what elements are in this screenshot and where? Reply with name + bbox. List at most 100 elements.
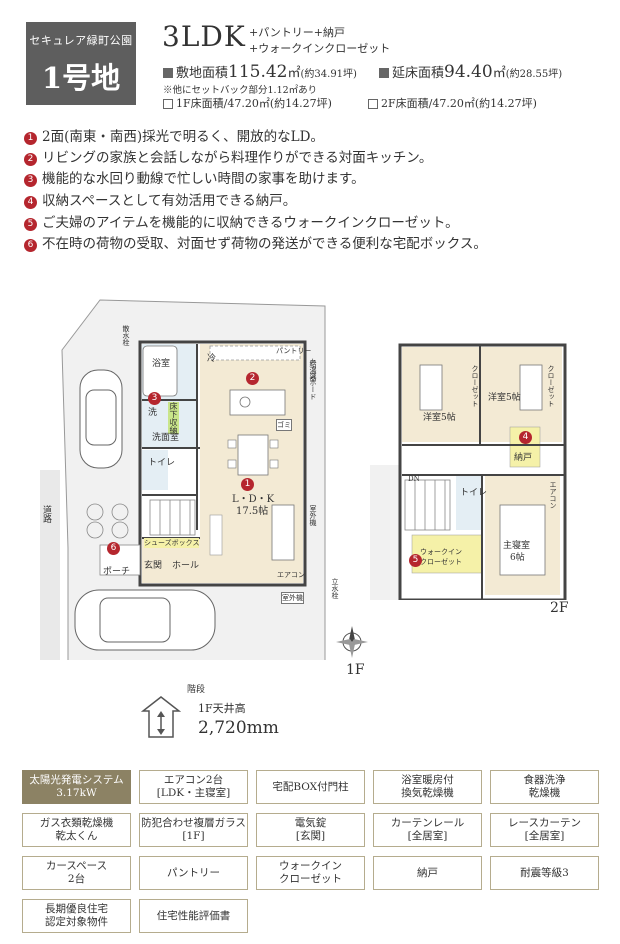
floor-area-value: 94.40	[444, 62, 493, 82]
wic-label-line2: クローゼット	[420, 558, 462, 566]
marker-4: 4	[519, 431, 532, 444]
site-area: 敷地面積115.42㎡(約34.91坪)	[163, 62, 357, 82]
floor-1-area: 1F床面積/47.20㎡(約14.27坪)	[163, 95, 332, 111]
equipment-item-label: 宅配BOX付門柱	[272, 780, 349, 793]
entrance-label: 玄関	[144, 561, 163, 571]
stairs-label: 階段	[187, 685, 206, 695]
equipment-item-label: 納戸	[417, 866, 438, 879]
equipment-item: 耐震等級3	[490, 856, 599, 890]
master-bedroom-label: 主寝室	[503, 541, 531, 551]
north-compass-icon	[336, 626, 368, 658]
porch-label: ポーチ	[103, 567, 131, 577]
outdoor-unit-2-label: 室外機	[309, 505, 317, 526]
equipment-item-label: 乾太くん	[55, 830, 98, 842]
lot-badge: セキュレア緑町公園 1号地	[26, 22, 136, 105]
equipment-item-label: エアコン2台	[163, 774, 224, 786]
fridge-label: 冷	[207, 354, 217, 364]
equipment-item-label: 乾燥機	[528, 787, 561, 799]
equipment-item-label: ウォークイン	[279, 860, 342, 872]
floor-plan-2f-drawing	[370, 343, 567, 600]
western-room-1-label: 洋室5帖	[423, 413, 456, 423]
equipment-item: 浴室暖房付換気乾燥機	[373, 770, 482, 804]
outdoor-unit-label: 室外機	[281, 592, 304, 604]
lot-number: 1号地	[41, 61, 121, 95]
equipment-item-label: カースペース	[45, 860, 108, 872]
equipment-item-label: 住宅性能評価書	[156, 909, 231, 922]
master-bedroom-size-label: 6帖	[510, 553, 525, 563]
washroom-label: 洗面室	[152, 433, 180, 443]
trash-area-label: ゴミ	[276, 419, 292, 431]
equipment-item-label: 耐震等級3	[520, 866, 569, 879]
ceiling-height-value: 2,720mm	[198, 718, 279, 738]
extras-line-1: +パントリー+納戸	[249, 26, 345, 39]
cupboard-label: カップボード	[309, 358, 317, 400]
layout-type: 3LDK	[162, 20, 246, 53]
equipment-item: 納戸	[373, 856, 482, 890]
marker-5: 5	[409, 554, 422, 567]
equipment-item-label: 食器洗浄	[523, 774, 566, 786]
lot-subtitle: セキュレア緑町公園	[29, 34, 133, 47]
floor-2-label: 2F	[550, 600, 569, 616]
site-area-value: 115.42	[228, 62, 288, 82]
equipment-item: カーテンレール[全居室]	[373, 813, 482, 847]
marker-3: 3	[148, 392, 161, 405]
equipment-item-label: ガス衣類乾燥機	[39, 817, 114, 829]
equipment-item: レースカーテン[全居室]	[490, 813, 599, 847]
equipment-item-label: レースカーテン	[508, 817, 581, 829]
equipment-item-label: [全居室]	[524, 830, 565, 842]
storage-room-label: 納戸	[514, 453, 533, 463]
toilet-2f-label: トイレ	[460, 488, 488, 498]
number-badge: 1	[24, 132, 37, 145]
equipment-item: 住宅性能評価書	[139, 899, 248, 933]
closet-1-label: クローゼット	[471, 365, 479, 407]
equipment-item: 電気錠[玄関]	[256, 813, 365, 847]
western-room-2-label: 洋室5帖	[488, 393, 521, 403]
floor-plan-1f-drawing	[40, 299, 326, 660]
equipment-item: 食器洗浄乾燥機	[490, 770, 599, 804]
floor-2-area: 2F床面積/47.20㎡(約14.27坪)	[368, 95, 537, 111]
equipment-item: エアコン2台[LDK・主寝室]	[139, 770, 248, 804]
floor-area: 延床面積94.40㎡(約28.55坪)	[379, 62, 562, 82]
equipment-item: 防犯合わせ複層ガラス[1F]	[139, 813, 248, 847]
bath-label: 浴室	[152, 359, 171, 369]
equipment-item-label: [LDK・主寝室]	[156, 787, 231, 799]
sprinkler-label: 散水栓	[122, 325, 130, 346]
ldk-size-label: 17.5帖	[236, 506, 269, 517]
floor-1-label: 1F	[346, 662, 365, 678]
equipment-item-label: 太陽光発電システム	[29, 774, 124, 786]
number-badge: 4	[24, 196, 37, 209]
equipment-item-label: 電気錠	[294, 817, 327, 829]
wic-label-line1: ウォークイン	[420, 548, 462, 556]
number-badge: 3	[24, 174, 37, 187]
marker-1: 1	[241, 478, 254, 491]
marker-6: 6	[107, 542, 120, 555]
square-bullet-icon	[379, 68, 389, 78]
ceiling-height-label: 1F天井高	[198, 702, 246, 715]
water-heater-label: 給湯器	[309, 360, 317, 381]
floor-plan-2f: 洋室5帖 洋室5帖 クローゼット クローゼット 納戸 トイレ 主寝室 6帖 ウォ…	[360, 335, 585, 600]
equipment-item: パントリー	[139, 856, 248, 890]
equipment-item: ガス衣類乾燥機乾太くん	[22, 813, 131, 847]
hall-label: ホール	[172, 561, 200, 571]
checkbox-square-icon	[368, 99, 378, 109]
equipment-item-label: [全居室]	[407, 830, 448, 842]
road-label: 道路	[41, 505, 51, 523]
number-badge: 5	[24, 218, 37, 231]
aircon-label: エアコン	[277, 571, 305, 579]
floor-plan-1f: 浴室 洗 床下収納 洗面室 トイレ 冷 パントリー カップボード L・D・K 1…	[40, 290, 350, 695]
stairs-down-label: DN	[408, 475, 420, 483]
number-badge: 6	[24, 239, 37, 252]
checkbox-square-icon	[163, 99, 173, 109]
number-badge: 2	[24, 153, 37, 166]
marker-2: 2	[246, 372, 259, 385]
square-bullet-icon	[163, 68, 173, 78]
equipment-item: ウォークインクローゼット	[256, 856, 365, 890]
ldk-label: L・D・K	[232, 494, 275, 505]
equipment-item-label: [玄関]	[295, 830, 326, 842]
